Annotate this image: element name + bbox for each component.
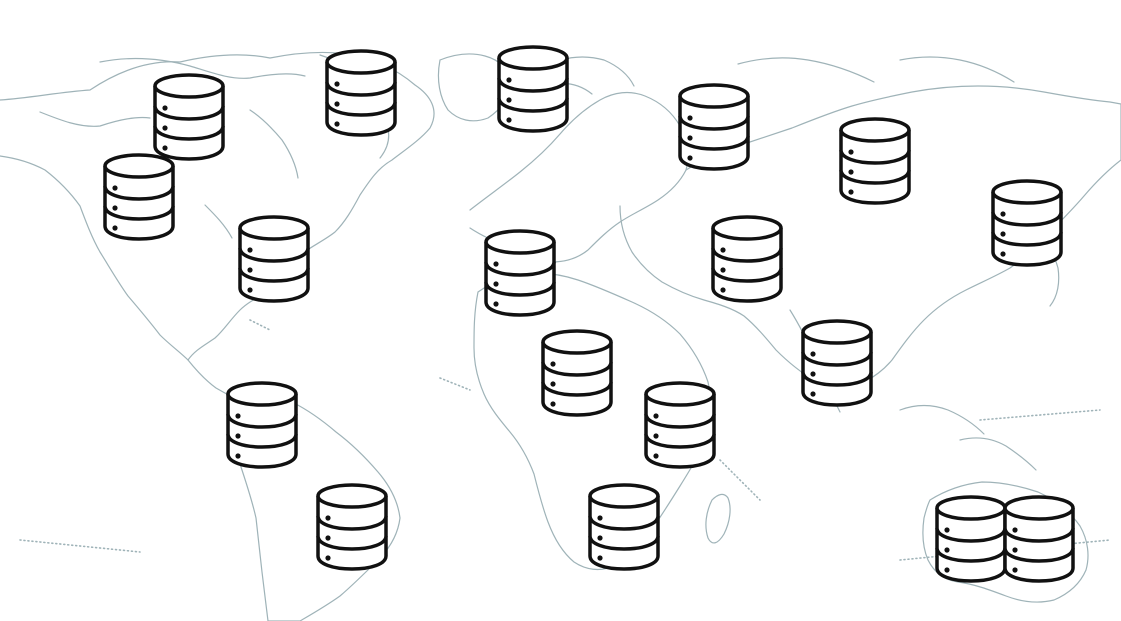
database-icon — [225, 380, 299, 470]
database-icon — [540, 328, 614, 418]
database-icon — [496, 44, 570, 134]
database-icon — [152, 72, 226, 162]
database-icon — [483, 228, 557, 318]
database-icon — [990, 178, 1064, 268]
database-icon — [838, 116, 912, 206]
database-icon — [315, 482, 389, 572]
database-icon — [102, 152, 176, 242]
database-icon — [237, 214, 311, 304]
database-icon — [643, 380, 717, 470]
database-icon — [934, 494, 1008, 584]
database-icon — [710, 214, 784, 304]
database-icon — [324, 48, 398, 138]
database-icon — [800, 318, 874, 408]
database-icon — [677, 82, 751, 172]
database-icon — [1002, 494, 1076, 584]
database-icon — [587, 482, 661, 572]
